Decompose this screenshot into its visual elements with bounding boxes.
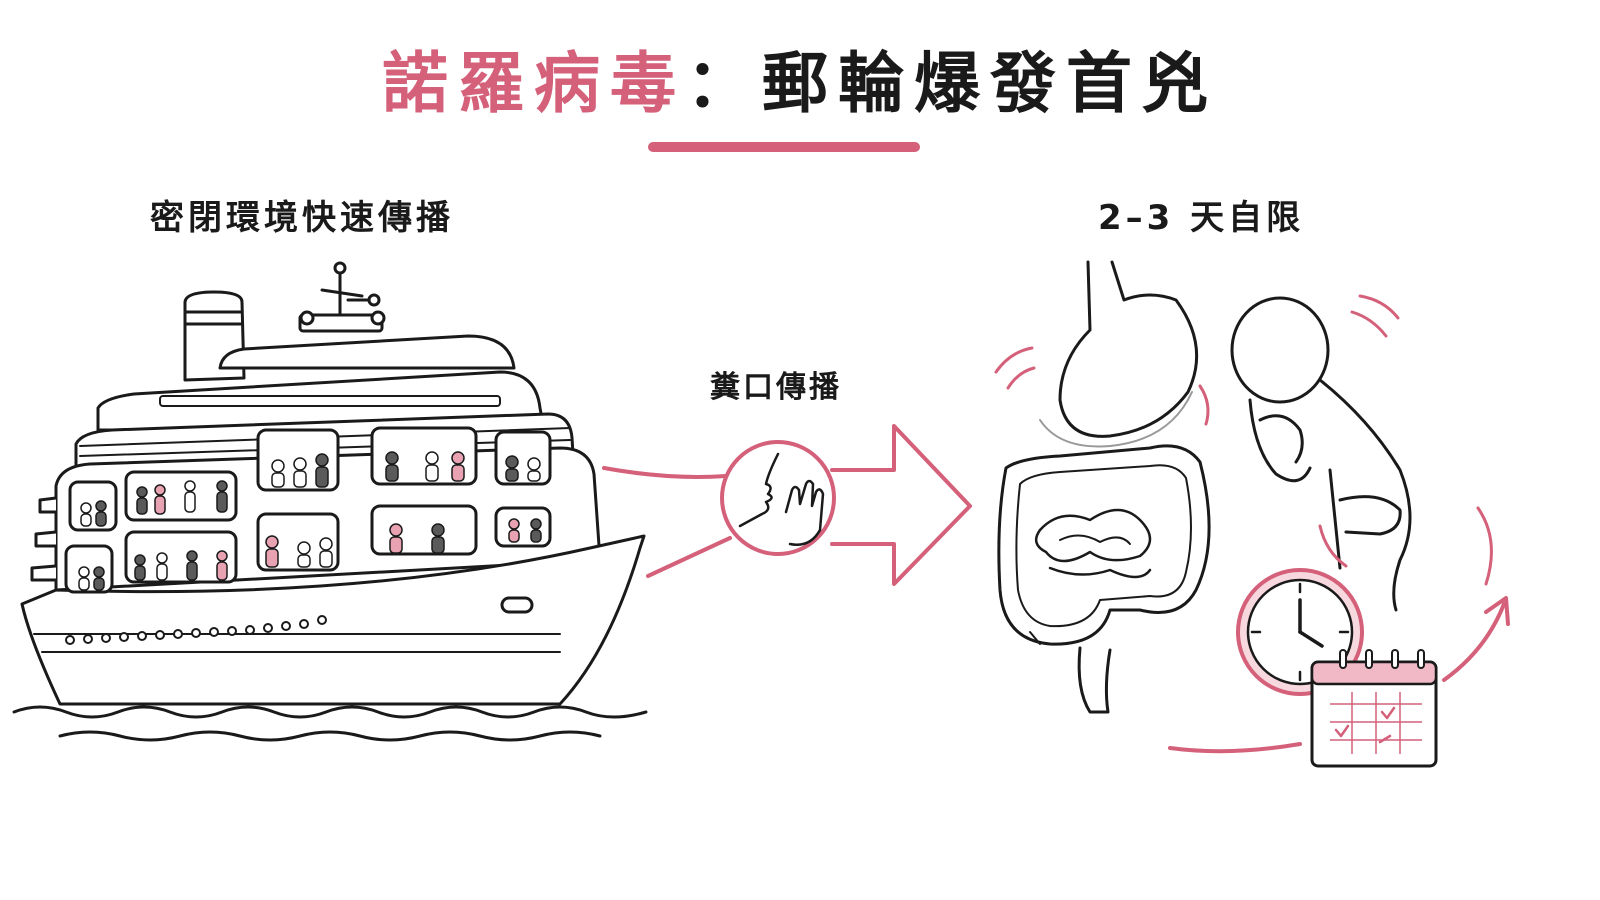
portholes bbox=[65, 615, 327, 645]
digestive-system-icon bbox=[994, 260, 1211, 714]
page-title: 諾羅病毒：郵輪爆發首兇 bbox=[0, 42, 1600, 126]
passengers bbox=[78, 451, 542, 591]
recovery-arrow bbox=[1168, 596, 1510, 754]
passenger-group bbox=[80, 451, 541, 527]
sick-person-icon bbox=[1230, 294, 1493, 612]
title-rest: 郵輪爆發首兇 bbox=[762, 45, 1218, 122]
title-highlight: 諾羅病毒 bbox=[382, 45, 686, 122]
mouth-hand-icon bbox=[738, 452, 825, 546]
right-section-label: 2–3 天自限 bbox=[1098, 198, 1305, 238]
left-section-label: 密閉環境快速傳播 bbox=[150, 198, 454, 238]
passenger-group-lower bbox=[78, 518, 542, 591]
transmission-arrow bbox=[602, 424, 972, 586]
title-underline bbox=[648, 142, 920, 152]
transmission-circle bbox=[720, 440, 836, 556]
title-separator: ： bbox=[686, 45, 762, 122]
middle-section-label: 糞口傳播 bbox=[710, 370, 842, 405]
arrow-icon bbox=[830, 424, 972, 586]
calendar-icon bbox=[1310, 649, 1438, 768]
waves-icon bbox=[12, 705, 648, 742]
